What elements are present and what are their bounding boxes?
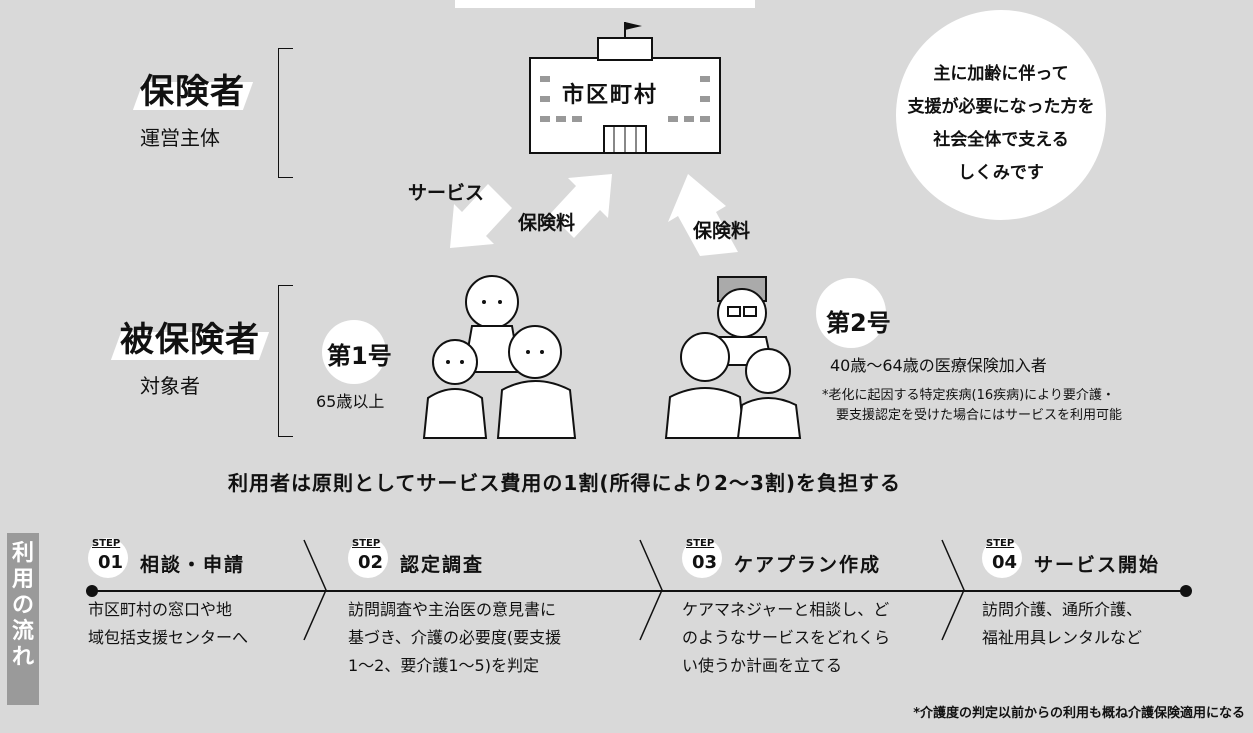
info-bubble [896, 10, 1106, 220]
step-desc-line: 基づき、介護の必要度(要支援 [348, 628, 562, 647]
step-desc-line: ケアマネジャーと相談し、ど [682, 600, 890, 619]
step-description: ケアマネジャーと相談し、ど のようなサービスをどれくら い使うか計画を立てる [682, 596, 942, 680]
flow-label-char: の [11, 593, 34, 618]
step-desc-line: 1〜2、要介護1〜5)を判定 [348, 656, 539, 675]
step-word: STEP [352, 538, 381, 549]
info-bubble-text: 主に加齢に伴って 支援が必要になった方を 社会全体で支える しくみです [880, 58, 1122, 190]
step-number: 03 [692, 552, 718, 573]
bubble-line: 主に加齢に伴って [933, 64, 1069, 84]
flow-label-char: れ [11, 645, 34, 670]
step-badge [982, 538, 1022, 578]
cost-rule: 利用者は原則としてサービス費用の1割(所得により2〜3割)を負担する [228, 471, 902, 495]
step-description: 訪問介護、通所介護、 福祉用具レンタルなど [982, 596, 1202, 652]
flow-end-dot [1180, 585, 1192, 597]
step-title: 相談・申請 [140, 554, 246, 576]
step-description: 市区町村の窓口や地 域包括支援センターへ [88, 596, 338, 652]
step-word: STEP [986, 538, 1015, 549]
service-arrow-icon [450, 184, 512, 248]
step-title: サービス開始 [1034, 554, 1161, 576]
group1-title: 第1号 [327, 342, 392, 370]
flow-start-dot [86, 585, 98, 597]
bubble-line: 支援が必要になった方を [907, 97, 1095, 117]
group2-title: 第2号 [826, 309, 891, 337]
bubble-line: 社会全体で支える [933, 130, 1069, 150]
step-word: STEP [686, 538, 715, 549]
step-desc-line: 訪問調査や主治医の意見書に [348, 600, 557, 619]
insured-title: 被保険者 [120, 320, 260, 360]
step-desc-line: い使うか計画を立てる [682, 656, 843, 675]
municipality-label: 市区町村 [560, 77, 661, 109]
elderly-group-illustration [422, 275, 577, 439]
step-badge [88, 538, 128, 578]
step-badge [348, 538, 388, 578]
step-description: 訪問調査や主治医の意見書に 基づき、介護の必要度(要支援 1〜2、要介護1〜5)… [348, 596, 638, 680]
step-word: STEP [92, 538, 121, 549]
group2-age: 40歳〜64歳の医療保険加入者 [830, 356, 1047, 375]
premium-arrow-2-icon [668, 174, 738, 256]
premium-label-2: 保険料 [693, 220, 751, 242]
insurer-title: 保険者 [140, 72, 245, 112]
step-badge [682, 538, 722, 578]
group2-note-line: *老化に起因する特定疾病(16疾病)により要介護・ [822, 388, 1115, 403]
step-desc-line: 福祉用具レンタルなど [982, 628, 1143, 647]
premium-arrow-icon [550, 174, 612, 238]
group2-note: *老化に起因する特定疾病(16疾病)により要介護・ 要支援認定を受けた場合にはサ… [822, 386, 1122, 426]
insured-bracket [278, 285, 293, 437]
step-desc-line: 域包括支援センターへ [88, 628, 249, 647]
footnote: *介護度の判定以前からの利用も概ね介護保険適用になる [913, 706, 1245, 721]
insurer-bracket [278, 48, 293, 178]
middle-age-group-illustration [664, 276, 802, 439]
chevron-right-icon [639, 539, 663, 641]
insured-subtitle: 対象者 [140, 374, 200, 398]
flow-label-char: 利 [11, 541, 34, 566]
flow-line [90, 590, 1185, 592]
step-desc-line: 市区町村の窓口や地 [88, 600, 233, 619]
group1-age: 65歳以上 [316, 392, 385, 411]
chevron-right-icon [941, 539, 965, 641]
step-number: 01 [98, 552, 124, 573]
premium-label: 保険料 [518, 212, 576, 234]
group2-bubble [816, 278, 886, 348]
step-desc-line: 訪問介護、通所介護、 [982, 600, 1143, 619]
flow-label-char: 流 [11, 619, 34, 644]
step-title: 認定調査 [400, 554, 485, 576]
group1-bubble [322, 320, 386, 384]
step-title: ケアプラン作成 [734, 554, 882, 576]
top-banner-edge [455, 0, 755, 8]
chevron-right-icon [303, 539, 327, 641]
service-label: サービス [408, 182, 485, 204]
flow-arrows [450, 174, 738, 256]
step-number: 02 [358, 552, 384, 573]
flow-label-char: 用 [11, 567, 34, 592]
step-desc-line: のようなサービスをどれくら [682, 628, 891, 647]
step-number: 04 [992, 552, 1018, 573]
insurer-subtitle: 運営主体 [140, 126, 220, 150]
group2-note-line: 要支援認定を受けた場合にはサービスを利用可能 [836, 408, 1123, 423]
bubble-line: しくみです [958, 163, 1044, 183]
flow-label: 利 用 の 流 れ [7, 533, 39, 705]
municipality-building-icon [529, 22, 721, 154]
